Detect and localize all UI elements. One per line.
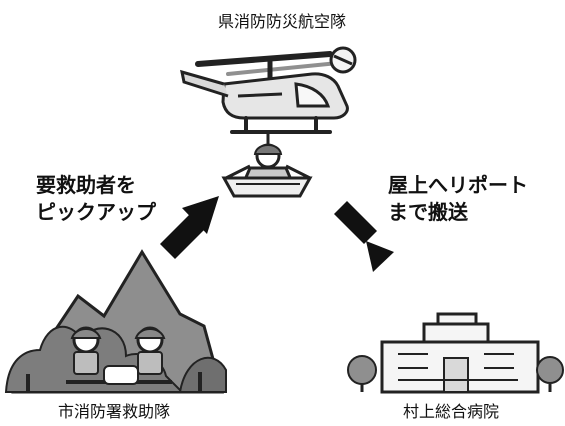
left-caption: 要救助者を ピックアップ <box>36 172 156 226</box>
bottom-left-label: 市消防署救助隊 <box>57 402 171 421</box>
left-caption-line-1: 要救助者を <box>36 173 136 197</box>
right-caption: 屋上へリポート まで搬送 <box>388 172 528 226</box>
right-caption-line-2: まで搬送 <box>388 200 468 224</box>
hospital-building-icon <box>347 312 564 394</box>
hoisted-rescuer-icon <box>221 130 313 198</box>
arrow-down-right-icon <box>334 201 394 272</box>
top-label: 県消防防災航空隊 <box>217 12 347 31</box>
helicopter-icon <box>180 46 357 134</box>
arrow-up-right-icon <box>160 196 219 259</box>
mountain-rescue-scene-icon <box>4 249 227 394</box>
left-caption-line-2: ピックアップ <box>36 200 156 224</box>
bottom-right-label: 村上総合病院 <box>402 402 500 421</box>
right-caption-line-1: 屋上へリポート <box>388 173 528 197</box>
